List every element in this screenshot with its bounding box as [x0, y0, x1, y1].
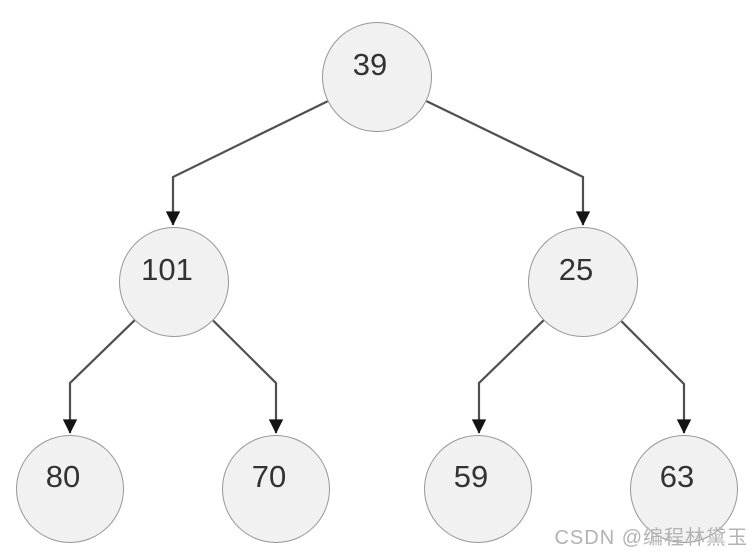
edge-39-to-25 [426, 100, 591, 226]
tree-node-59: 59 [424, 435, 532, 543]
node-value-63: 63 [659, 458, 695, 494]
csdn-watermark: CSDN @编程林黛玉 [554, 527, 748, 549]
tree-node-39: 39 [322, 22, 432, 132]
node-value-25: 25 [558, 251, 594, 287]
node-value-39: 39 [352, 46, 388, 82]
node-value-70: 70 [251, 458, 287, 494]
node-value-80: 80 [45, 458, 81, 494]
tree-node-25: 25 [528, 227, 638, 337]
tree-node-70: 70 [222, 435, 330, 543]
node-value-59: 59 [453, 458, 489, 494]
edge-39-to-101 [165, 100, 329, 226]
tree-node-63: 63 [630, 435, 738, 543]
edge-101-to-70 [212, 319, 284, 434]
node-value-101: 101 [141, 251, 193, 287]
tree-node-101: 101 [119, 227, 229, 337]
edge-101-to-80 [62, 319, 136, 434]
edge-25-to-59 [471, 319, 545, 434]
edge-25-to-63 [620, 320, 692, 434]
tree-node-80: 80 [16, 435, 124, 543]
